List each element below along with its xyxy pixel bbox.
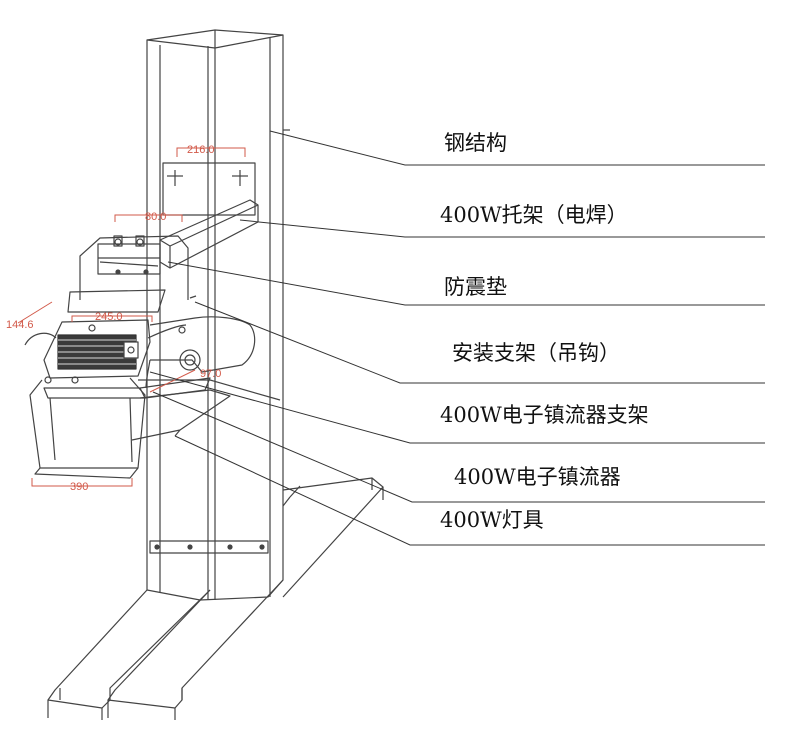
dim-lamp-width: 390	[70, 481, 88, 493]
anti-vibration-pad	[67, 235, 189, 313]
base-channels	[47, 477, 384, 720]
steel-column	[146, 29, 290, 601]
label-mounting-bracket-hook: 安装支架（吊钩）	[452, 341, 620, 365]
label-electronic-ballast: 400W电子镇流器	[454, 465, 621, 489]
label-ballast-bracket: 400W电子镇流器支架	[440, 403, 649, 427]
perforated-strip	[149, 540, 269, 554]
label-steel-structure: 钢结构	[444, 131, 507, 155]
electronic-ballast	[24, 319, 187, 384]
label-bracket-welded: 400W托架（电焊）	[440, 203, 628, 227]
dim-ballast-height: 144.6	[6, 319, 34, 331]
dim-hook-offset: 97.0	[200, 368, 221, 380]
label-anti-vibration-pad: 防震垫	[444, 275, 507, 299]
leader-lines	[149, 130, 765, 546]
dim-plate-width: 216.0	[187, 144, 215, 156]
dim-ballast-length: 245.0	[95, 311, 123, 323]
lamp-fixture	[29, 377, 281, 479]
welded-bracket	[159, 162, 259, 299]
dim-pad-width: 80.0	[145, 211, 166, 223]
hook-bracket	[145, 316, 256, 389]
dimension-lines	[17, 147, 246, 487]
label-lamp: 400W灯具	[440, 508, 544, 532]
